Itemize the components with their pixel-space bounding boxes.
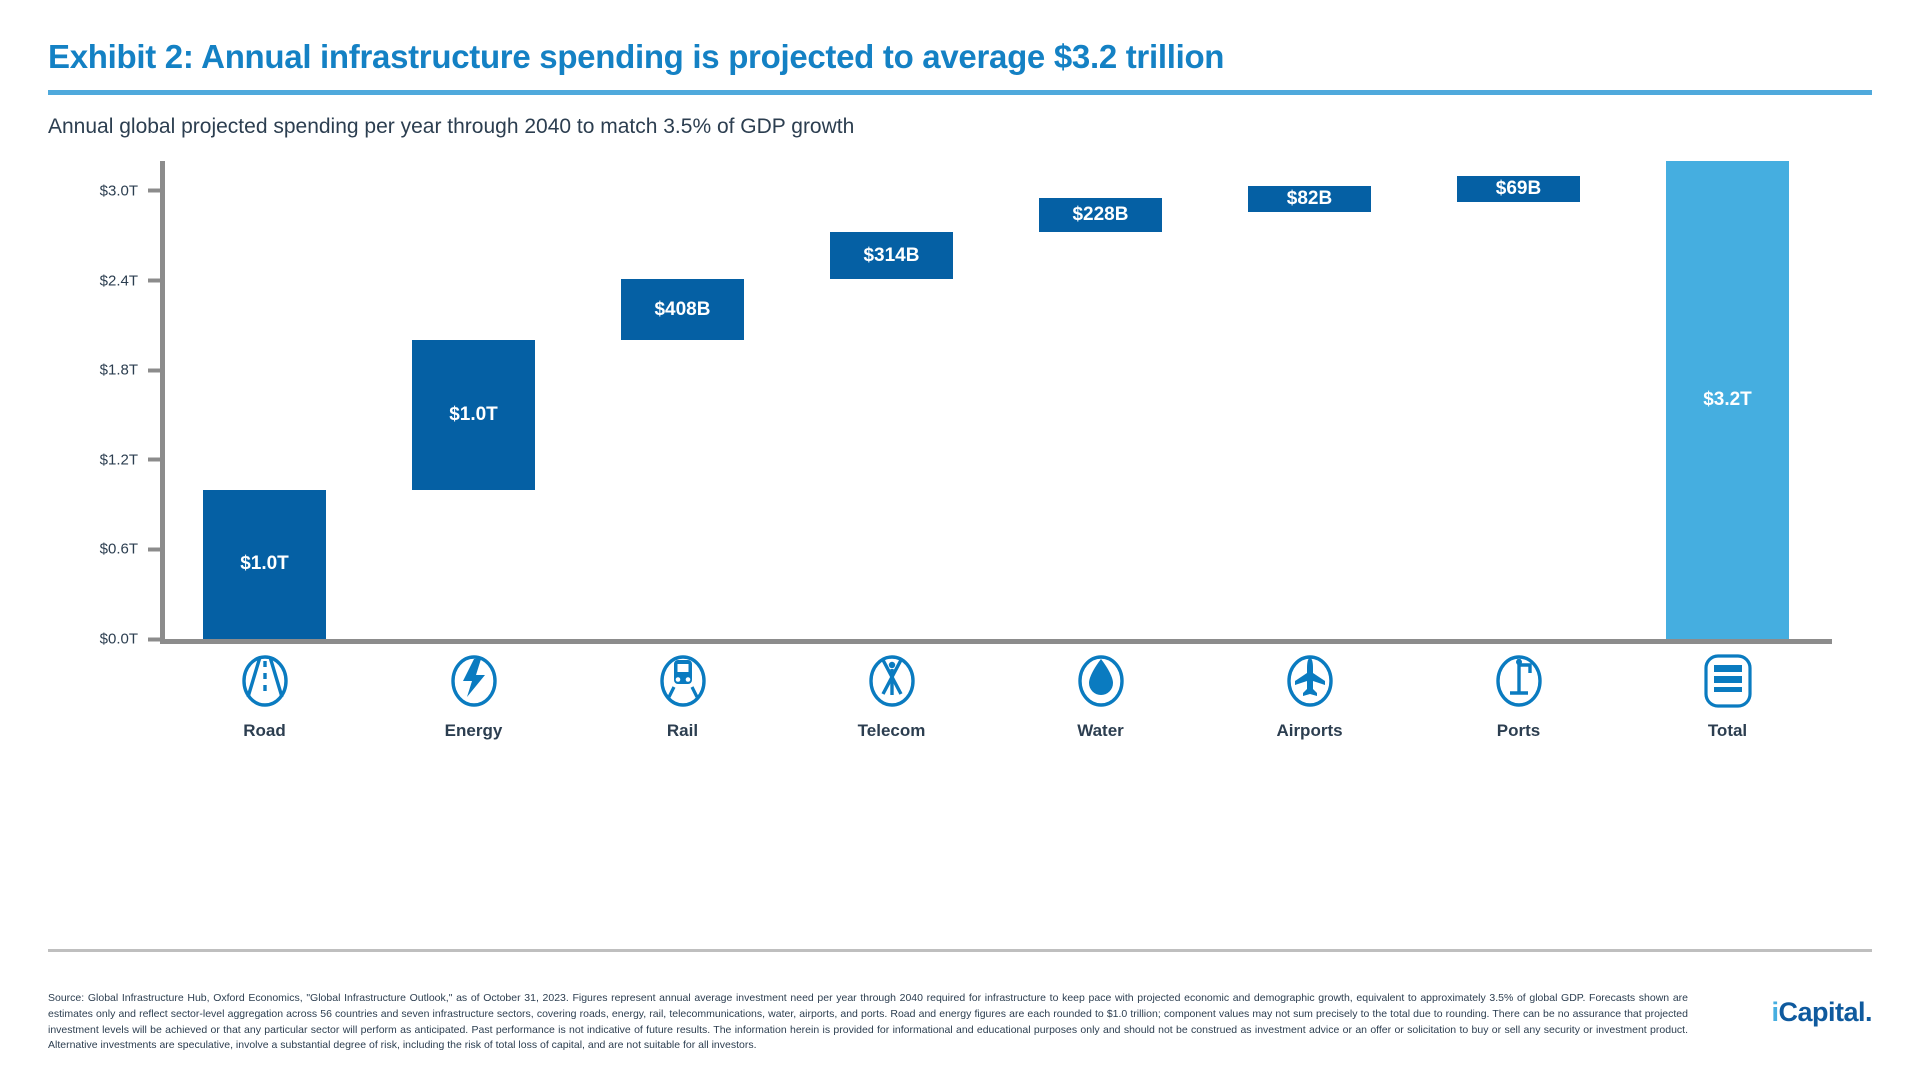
category-energy[interactable]: Energy <box>384 651 564 741</box>
bar-value-label: $408B <box>654 298 711 320</box>
title-divider <box>48 90 1872 95</box>
category-label: Ports <box>1496 721 1541 740</box>
rail-icon <box>656 651 710 713</box>
category-airports[interactable]: Airports <box>1220 651 1400 741</box>
bar-value-label: $82B <box>1286 188 1333 210</box>
category-label: Energy <box>444 721 503 740</box>
x-axis-line <box>160 639 1832 644</box>
bar-value-label: $69B <box>1495 177 1542 199</box>
ports-icon <box>1492 651 1546 713</box>
category-label: Airports <box>1276 721 1343 740</box>
footnote-divider <box>48 949 1872 952</box>
bar-telecom[interactable]: $314B <box>830 232 953 280</box>
category-total[interactable]: Total <box>1638 651 1818 741</box>
total-icon <box>1701 651 1755 713</box>
x-axis-categories: Road Energy Rail Telecom Water Airports Ports T… <box>160 651 1832 771</box>
category-label: Telecom <box>857 721 926 740</box>
page-subtitle: Annual global projected spending per yea… <box>48 115 855 138</box>
y-tick-label: $0.0T <box>40 631 160 648</box>
category-telecom[interactable]: Telecom <box>802 651 982 741</box>
bar-energy[interactable]: $1.0T <box>412 340 535 490</box>
logo-mark: i <box>1771 997 1779 1027</box>
y-tick-mark <box>148 637 160 641</box>
bar-value-label: $228B <box>1072 204 1129 226</box>
bar-value-label: $314B <box>863 244 920 266</box>
y-axis-line <box>160 161 165 641</box>
waterfall-chart: $0.0T$0.6T$1.2T$1.8T$2.4T$3.0T $1.0T$1.0… <box>40 161 1880 761</box>
y-tick-label: $2.4T <box>40 272 160 289</box>
road-icon <box>238 651 292 713</box>
category-label: Road <box>243 721 286 740</box>
category-road[interactable]: Road <box>175 651 355 741</box>
footnote-text: Source: Global Infrastructure Hub, Oxfor… <box>48 992 1688 1052</box>
y-tick-mark <box>148 547 160 552</box>
category-water[interactable]: Water <box>1011 651 1191 741</box>
y-tick-label: $1.2T <box>40 451 160 468</box>
page-title: Exhibit 2: Annual infrastructure spendin… <box>48 38 1225 75</box>
category-rail[interactable]: Rail <box>593 651 773 741</box>
bar-rail[interactable]: $408B <box>621 279 744 341</box>
category-label: Rail <box>666 721 699 740</box>
y-tick-mark <box>148 278 160 283</box>
y-tick-label: $0.6T <box>40 541 160 558</box>
bar-water[interactable]: $228B <box>1039 198 1162 233</box>
category-label: Total <box>1707 721 1748 740</box>
y-tick-label: $3.0T <box>40 182 160 199</box>
bar-value-label: $3.2T <box>1703 389 1752 410</box>
telecom-icon <box>865 651 919 713</box>
bar-ports[interactable]: $69B <box>1457 175 1580 202</box>
y-tick-label: $1.8T <box>40 362 160 379</box>
bar-value-label: $1.0T <box>449 403 498 425</box>
airport-icon <box>1283 651 1337 713</box>
category-ports[interactable]: Ports <box>1429 651 1609 741</box>
bar-total[interactable]: $3.2T <box>1666 161 1789 639</box>
bar-road[interactable]: $1.0T <box>203 489 326 639</box>
category-label: Water <box>1077 721 1124 740</box>
water-icon <box>1074 651 1128 713</box>
y-tick-mark <box>148 188 160 193</box>
y-tick-mark <box>148 457 160 462</box>
logo-name: Capital. <box>1778 997 1872 1027</box>
energy-icon <box>447 651 501 713</box>
plot-area: $1.0T $1.0T $408B $314B $228B $82B $69B $3.2T <box>160 161 1832 641</box>
y-tick-mark <box>148 368 160 373</box>
bar-value-label: $1.0T <box>240 553 289 575</box>
icapital-logo: iCapital. <box>1771 997 1872 1028</box>
bar-airports[interactable]: $82B <box>1248 186 1371 213</box>
